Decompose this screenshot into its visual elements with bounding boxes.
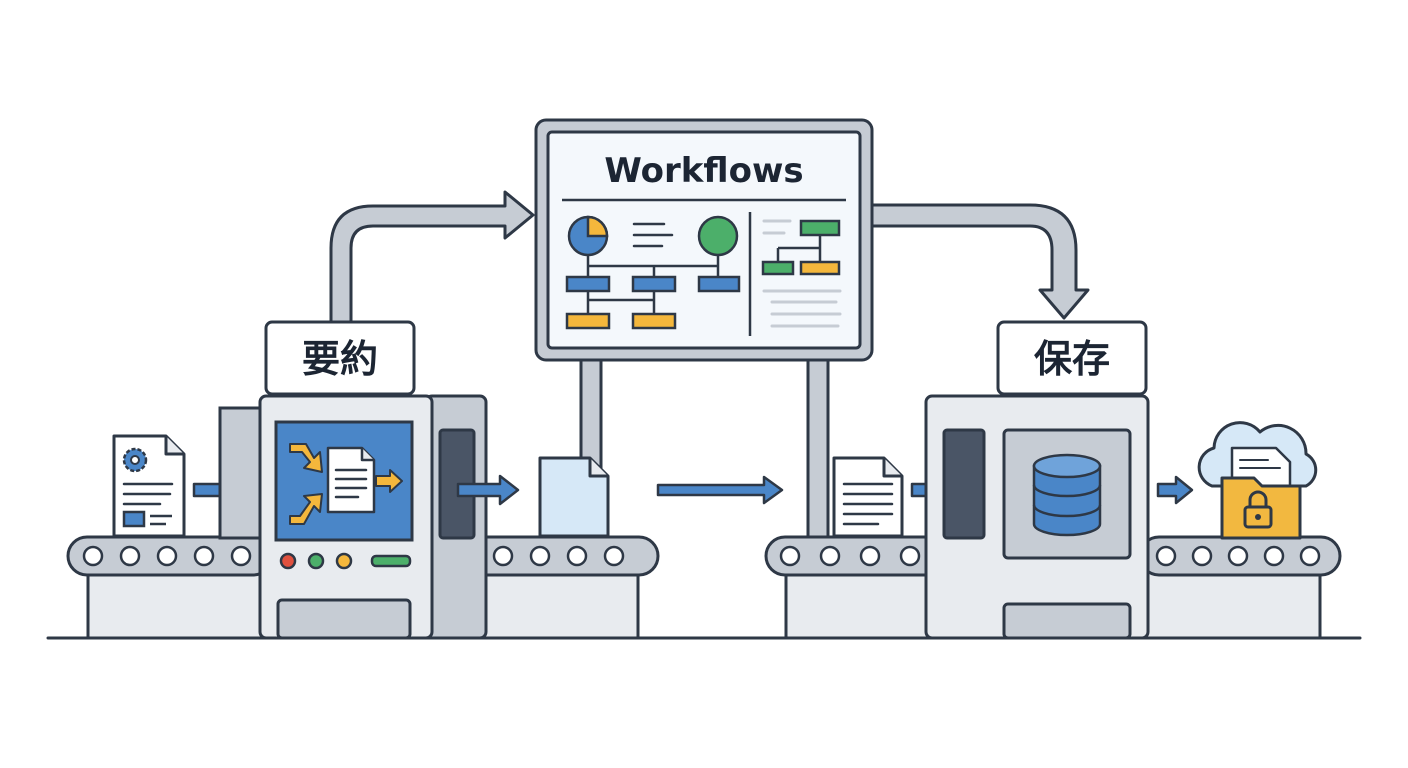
conveyor-belt <box>1138 535 1342 577</box>
flow-node <box>799 219 841 237</box>
flow-node <box>761 260 795 276</box>
stage-label-summarize-text: 要約 <box>302 337 378 381</box>
indicator-red <box>279 552 297 570</box>
text-lines-icon <box>632 222 674 248</box>
stage-label-store-text: 保存 <box>1034 337 1110 381</box>
gear-document-icon <box>112 434 186 538</box>
conveyor-base <box>86 570 270 640</box>
flow-node <box>799 260 841 276</box>
stage-label-summarize: 要約 <box>264 320 416 396</box>
board-post-right <box>806 354 830 540</box>
pipe-board-to-right <box>870 203 1090 320</box>
board-title: Workflows <box>604 151 803 191</box>
tree-node <box>631 275 677 293</box>
tree-node <box>631 312 677 330</box>
green-circle-icon <box>697 215 739 257</box>
document-icon <box>538 456 610 538</box>
summarize-machine <box>218 394 488 640</box>
tree-node <box>697 275 741 293</box>
document-icon <box>326 446 376 514</box>
pie-chart-icon <box>567 215 609 257</box>
store-machine <box>924 394 1150 640</box>
document-icon <box>832 456 904 538</box>
workflows-board: Workflows <box>534 118 874 362</box>
arrow-right-icon <box>656 475 784 505</box>
arrow-right-icon <box>1156 475 1194 505</box>
indicator-yellow <box>335 552 353 570</box>
tree-node <box>565 275 611 293</box>
stage-label-store: 保存 <box>996 320 1148 396</box>
pipe-left-to-board <box>329 190 535 327</box>
conveyor-belt <box>66 535 274 577</box>
arrow-right-icon <box>456 474 520 506</box>
tree-node <box>565 312 611 330</box>
conveyor-base <box>1144 570 1322 640</box>
board-post-left <box>579 354 603 472</box>
right-panel-lines <box>762 219 842 328</box>
database-icon <box>1032 453 1102 537</box>
merge-arrows-icon <box>289 443 403 525</box>
folder-lock-icon <box>1220 476 1302 540</box>
tree-chart <box>586 256 720 314</box>
indicator-green <box>307 552 325 570</box>
status-bar <box>370 554 412 568</box>
